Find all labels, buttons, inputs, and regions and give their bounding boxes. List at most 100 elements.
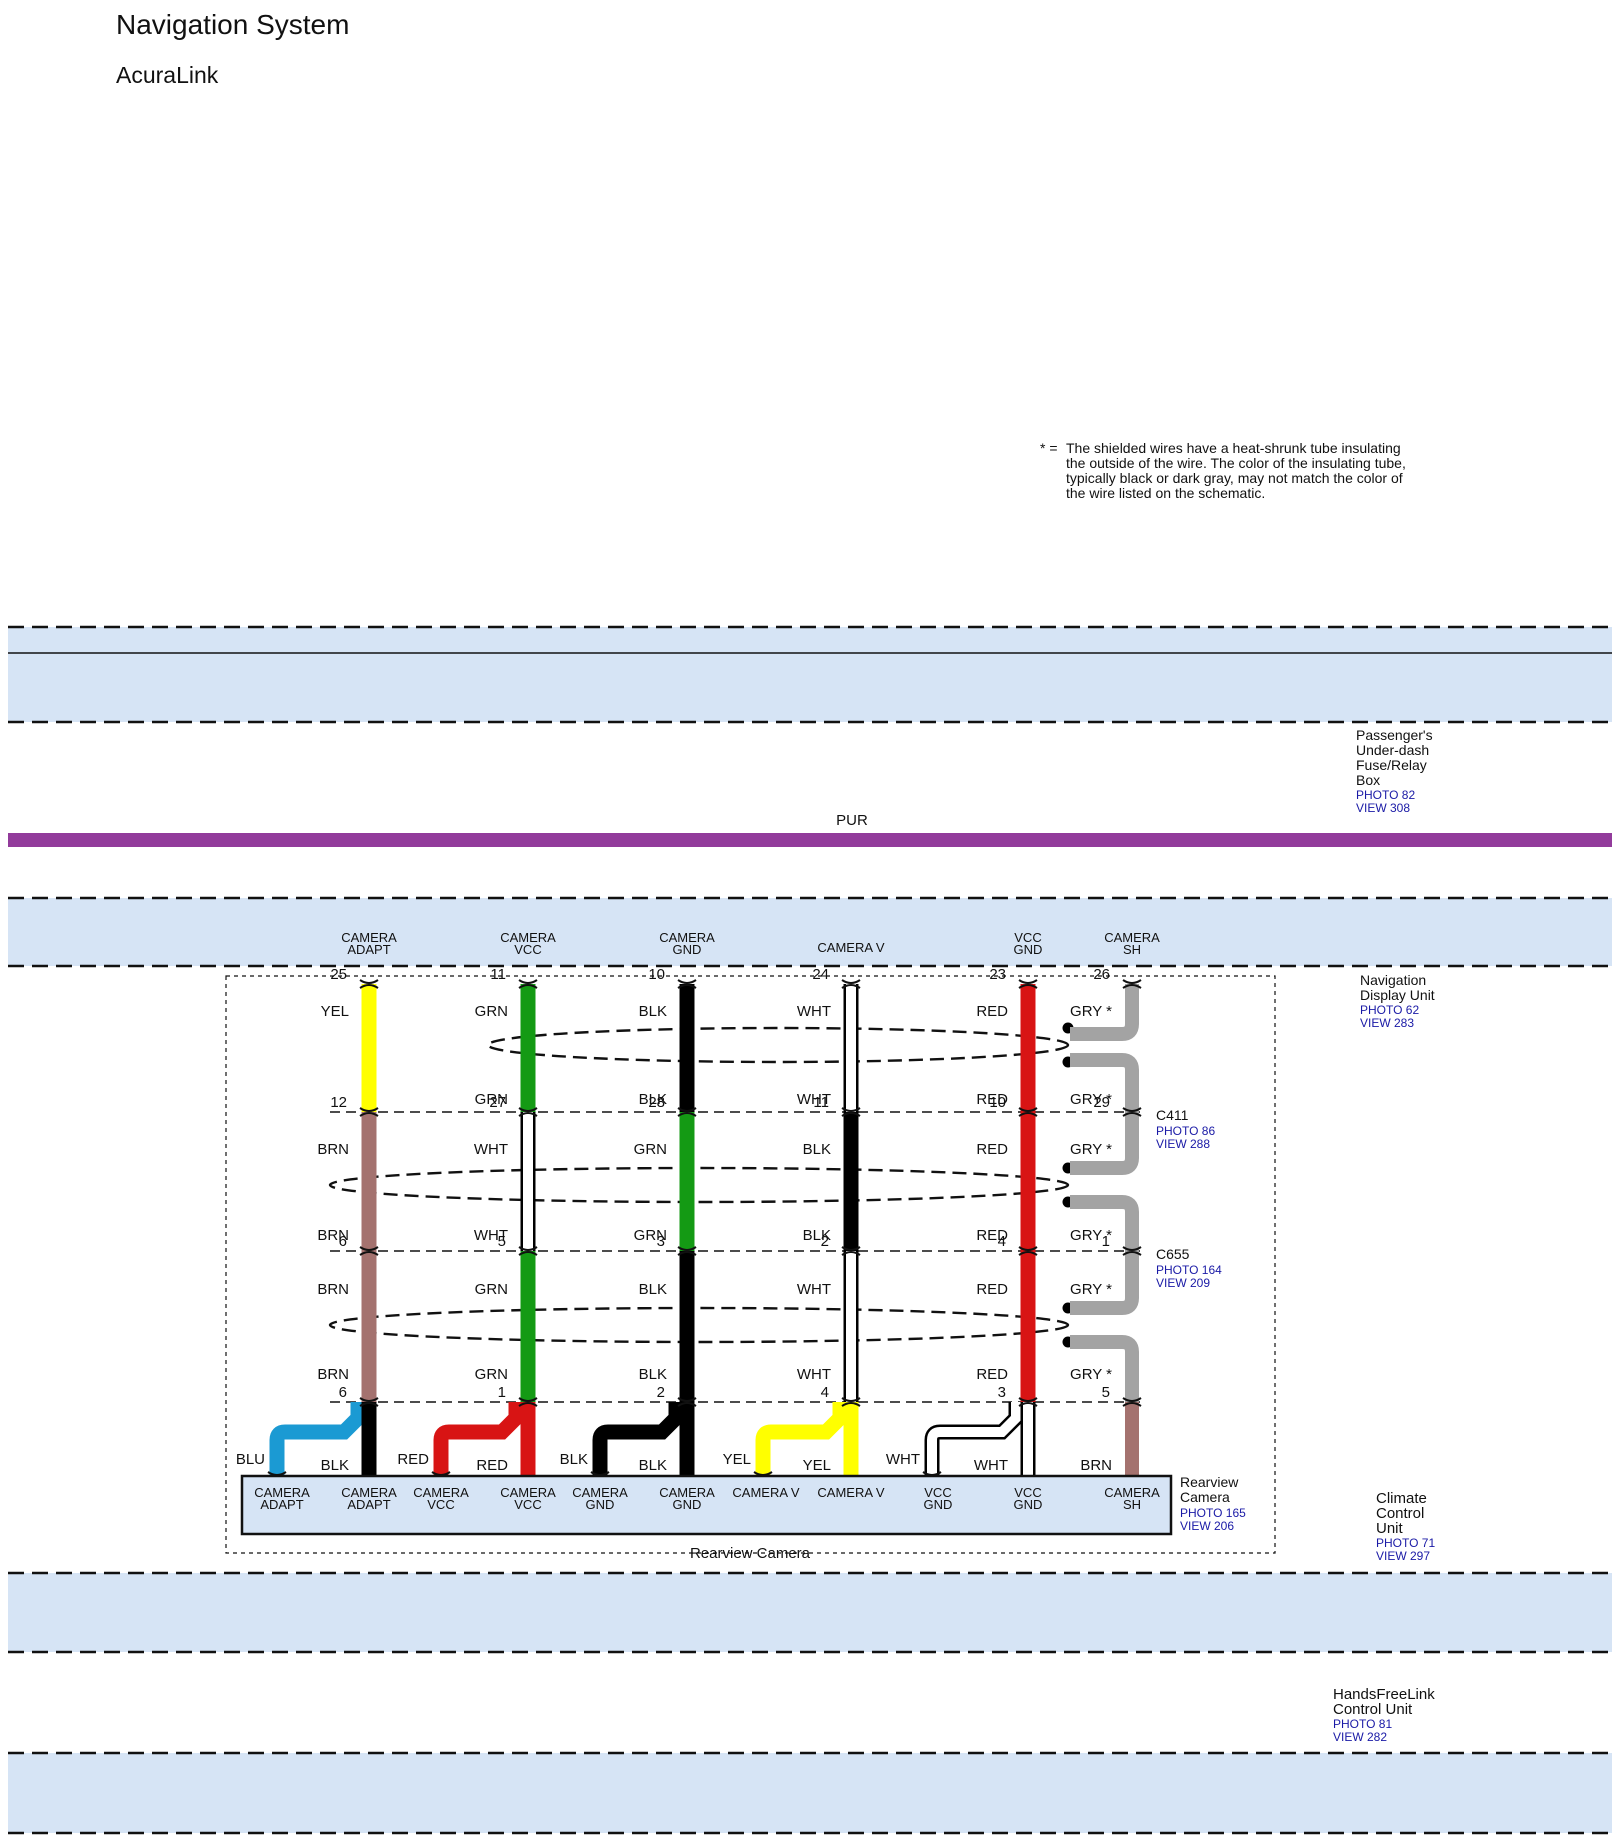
branch-wire-label: BLU: [236, 1451, 265, 1468]
wire-color-label: RED: [976, 1091, 1008, 1108]
terminal-mark: [677, 1107, 697, 1117]
camera-pin-name: VCC: [1014, 1485, 1041, 1500]
terminal-mark: [1018, 1397, 1038, 1407]
view-link[interactable]: VIEW 282: [1333, 1730, 1387, 1744]
camera-pin-name: ADAPT: [260, 1497, 303, 1512]
terminal-mark: [359, 1397, 379, 1407]
terminal-mark: [677, 979, 697, 989]
pin-number: 6: [339, 1233, 347, 1250]
terminal-mark: [1018, 1246, 1038, 1256]
photo-link[interactable]: PHOTO 165: [1180, 1506, 1246, 1520]
wire-color-label: BRN: [1080, 1457, 1112, 1474]
pin-number: 3: [998, 1384, 1006, 1401]
camera-pin-names: CAMERAADAPTCAMERAADAPTCAMERAVCCCAMERAVCC…: [254, 1485, 1160, 1512]
wire-color-label: RED: [476, 1457, 508, 1474]
terminal-mark: [677, 1246, 697, 1256]
terminal-mark: [359, 979, 379, 989]
pin-number: 25: [330, 966, 347, 983]
pin-number: 4: [998, 1233, 1006, 1250]
view-link[interactable]: VIEW 288: [1156, 1137, 1210, 1151]
pin-number: 1: [498, 1384, 506, 1401]
pin-number: 12: [330, 1094, 347, 1111]
camera-pin-name: GND: [1014, 1497, 1043, 1512]
pin-number: 10: [648, 966, 665, 983]
photo-link[interactable]: PHOTO 62: [1360, 1003, 1419, 1017]
shield-loop: [328, 1306, 1070, 1344]
band-navigation-unit: [8, 896, 1612, 968]
band-fill: [8, 898, 1612, 966]
component-name-line: Passenger's: [1356, 727, 1433, 743]
connector-name: C411: [1156, 1107, 1189, 1123]
branch-wire-label: RED: [397, 1451, 429, 1468]
camera-pin-name: CAMERA: [659, 1485, 715, 1500]
wire-color-label: GRY *: [1070, 1091, 1112, 1108]
wire-color-label: BLK: [639, 1091, 667, 1108]
wire-color-label: BLK: [639, 1366, 667, 1383]
component-name-line: Box: [1356, 772, 1380, 788]
pin-number: 1: [1102, 1233, 1110, 1250]
note-line: the outside of the wire. The color of th…: [1066, 455, 1406, 471]
harness-outline: [225, 975, 1276, 1554]
shield-loop: [328, 1166, 1070, 1204]
band-fill: [8, 627, 1612, 722]
circuit-wires: [361, 984, 1139, 1476]
nav-terminal-name: SH: [1123, 942, 1141, 957]
camera-branch-wire: [924, 1402, 1024, 1476]
camera-pin-name: GND: [924, 1497, 953, 1512]
view-link[interactable]: VIEW 297: [1376, 1549, 1430, 1563]
handsfreelink-unit-label: HandsFreeLink Control Unit PHOTO 81 VIEW…: [1333, 1686, 1435, 1744]
wire-color-label: RED: [976, 1003, 1008, 1020]
camera-pin-name: VCC: [514, 1497, 541, 1512]
component-name-line: Rearview: [1180, 1474, 1239, 1490]
wire-color-label: BLK: [321, 1457, 349, 1474]
nav-terminal-name: CAMERA V: [817, 940, 885, 955]
terminal-mark: [1122, 1107, 1142, 1117]
photo-link[interactable]: PHOTO 86: [1156, 1124, 1215, 1138]
camera-pin-name: CAMERA: [1104, 1485, 1160, 1500]
rearview-camera-box: CAMERAADAPTCAMERAADAPTCAMERAVCCCAMERAVCC…: [240, 1474, 1173, 1562]
pin-number: 24: [812, 966, 829, 983]
nav-terminal-name: ADAPT: [347, 942, 390, 957]
view-link[interactable]: VIEW 283: [1360, 1016, 1414, 1030]
wire-color-label: BRN: [317, 1141, 349, 1158]
photo-link[interactable]: PHOTO 164: [1156, 1263, 1222, 1277]
wire-color-label: WHT: [797, 1281, 831, 1298]
camera-branch-wire: [433, 1402, 524, 1476]
nav-terminal-name: CAMERA: [659, 930, 715, 945]
navigation-unit-label: Navigation Display Unit PHOTO 62 VIEW 28…: [1360, 972, 1435, 1030]
note-line: the wire listed on the schematic.: [1066, 485, 1265, 501]
wire-color-label: WHT: [474, 1141, 508, 1158]
wire-color-label: YEL: [803, 1457, 831, 1474]
wire-color-label: BLK: [803, 1141, 831, 1158]
component-name-line: HandsFreeLink: [1333, 1686, 1435, 1703]
photo-link[interactable]: PHOTO 82: [1356, 788, 1415, 802]
camera-branch-wire: [755, 1402, 848, 1476]
nav-terminal-name: VCC: [514, 942, 541, 957]
band-fill: [8, 1753, 1612, 1833]
camera-pin-name: CAMERA V: [732, 1485, 800, 1500]
view-link[interactable]: VIEW 209: [1156, 1276, 1210, 1290]
wire-color-label: WHT: [974, 1457, 1008, 1474]
component-name-line: Control Unit: [1333, 1701, 1413, 1718]
camera-pin-name: CAMERA: [500, 1485, 556, 1500]
view-link[interactable]: VIEW 206: [1180, 1519, 1234, 1533]
connector-c655-label: C655 PHOTO 164 VIEW 209: [1156, 1246, 1222, 1290]
pin-number: 3: [657, 1233, 665, 1250]
camera-pin-name: GND: [586, 1497, 615, 1512]
component-name-line: Climate: [1376, 1490, 1427, 1507]
fuse-relay-box-label: Passenger's Under-dash Fuse/Relay Box PH…: [1356, 727, 1433, 815]
shield-loops: [328, 1022, 1074, 1348]
terminal-mark: [1122, 1397, 1142, 1407]
camera-pin-name: CAMERA: [341, 1485, 397, 1500]
terminal-mark: [841, 1397, 861, 1407]
camera-box-label: Rearview Camera: [690, 1545, 811, 1562]
camera-pin-name: CAMERA: [254, 1485, 310, 1500]
band-climate-unit: [8, 1571, 1612, 1654]
wire-color-label: GRY *: [1070, 1281, 1112, 1298]
wire-color-label: WHT: [474, 1227, 508, 1244]
view-link[interactable]: VIEW 308: [1356, 801, 1410, 815]
component-name-line: Control: [1376, 1505, 1424, 1522]
photo-link[interactable]: PHOTO 81: [1333, 1717, 1392, 1731]
terminal-mark: [359, 1107, 379, 1117]
photo-link[interactable]: PHOTO 71: [1376, 1536, 1435, 1550]
